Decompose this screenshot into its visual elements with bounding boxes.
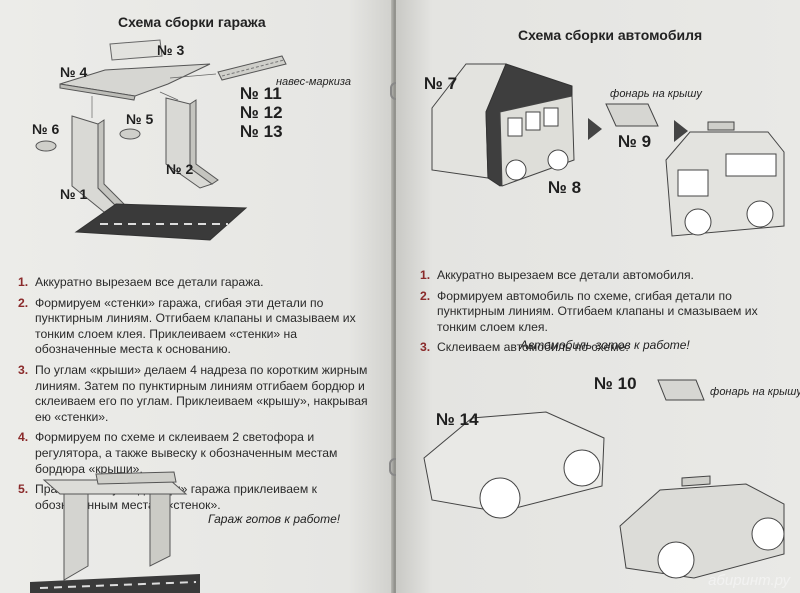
step-text: Аккуратно вырезаем все детали гаража. (35, 275, 264, 289)
car-steps-list: 1. Аккуратно вырезаем все детали автомоби… (420, 268, 792, 361)
label-n13: № 13 (240, 122, 283, 141)
label-n9: № 9 (618, 132, 652, 151)
right-arrow-icon (588, 118, 602, 140)
garage-ready-text: Гараж готов к работе! (208, 512, 341, 526)
label-n5: № 5 (126, 111, 154, 127)
step-text: Формируем по схеме и склеиваем 2 светофо… (35, 430, 338, 476)
car-step-3: 3. Склеиваем автомобиль по схеме. (420, 340, 792, 356)
label-n2: № 2 (166, 161, 194, 177)
label-roof-light-1: фонарь на крышу (610, 88, 702, 100)
label-n7: № 7 (424, 74, 458, 93)
step-text: По углам «крыши» делаем 4 надреза по кор… (35, 362, 368, 424)
garage-step-2: 2. Формируем «стенки» гаража, сгибая эти … (18, 296, 376, 358)
step-number: 1. (420, 268, 431, 282)
step-number: 1. (18, 275, 29, 289)
label-n10: № 10 (594, 374, 637, 393)
label-n3: № 3 (157, 42, 185, 58)
label-n6: № 6 (32, 121, 60, 137)
label-n14: № 14 (436, 410, 479, 429)
step-text: Формируем автомобиль по схеме, сгибая де… (437, 288, 758, 334)
left-page: Схема сборки гаража (0, 0, 396, 593)
car-scheme-title: Схема сборки автомобиля (518, 27, 703, 43)
label-awning: навес-маркиза (276, 76, 352, 88)
step-number: 3. (420, 340, 431, 355)
garage-scheme-title: Схема сборки гаража (118, 14, 266, 30)
garage-exploded-diagram (35, 39, 287, 241)
car-ready-text: Автомобиль готов к работе! (520, 338, 690, 352)
step-number: 2. (18, 295, 29, 310)
right-page: Схема сборки автомобиля (396, 0, 800, 593)
step-text: Склеиваем автомобиль по схеме. (437, 340, 629, 355)
car-step-2: 2. Формируем автомобиль по схеме, сгибая … (420, 289, 792, 336)
garage-step-1: 1. Аккуратно вырезаем все детали гаража. (18, 275, 376, 291)
label-n4: № 4 (60, 64, 88, 80)
step-number: 2. (420, 288, 431, 303)
car-step-1: 1. Аккуратно вырезаем все детали автомоби… (420, 268, 792, 284)
step-number: 3. (18, 362, 29, 377)
step-text: Аккуратно вырезаем все детали автомобиля… (437, 268, 694, 282)
assembled-garage-illustration (30, 471, 200, 593)
right-arrow-icon (674, 120, 688, 142)
label-n1: № 1 (60, 186, 88, 202)
label-n12: № 12 (240, 103, 283, 122)
car-assembly-diagram (423, 63, 785, 579)
garage-step-4: 4. Формируем по схеме и склеиваем 2 свето… (18, 430, 376, 477)
step-number: 5. (18, 482, 29, 497)
garage-steps-list: 1.Аккуратно вырезаем все детали гаража. … (18, 275, 376, 518)
step-text: Формируем «стенки» гаража, сгибая эти де… (35, 295, 356, 357)
label-roof-light-2: фонарь на крышу (710, 386, 800, 398)
label-n8: № 8 (548, 178, 582, 197)
label-n11: № 11 (240, 84, 282, 103)
labirint-watermark: абиринт.ру (708, 572, 790, 589)
garage-step-3: 3. По углам «крыши» делаем 4 надреза по к… (18, 363, 376, 425)
step-number: 4. (18, 430, 29, 445)
book-spine (391, 0, 399, 593)
